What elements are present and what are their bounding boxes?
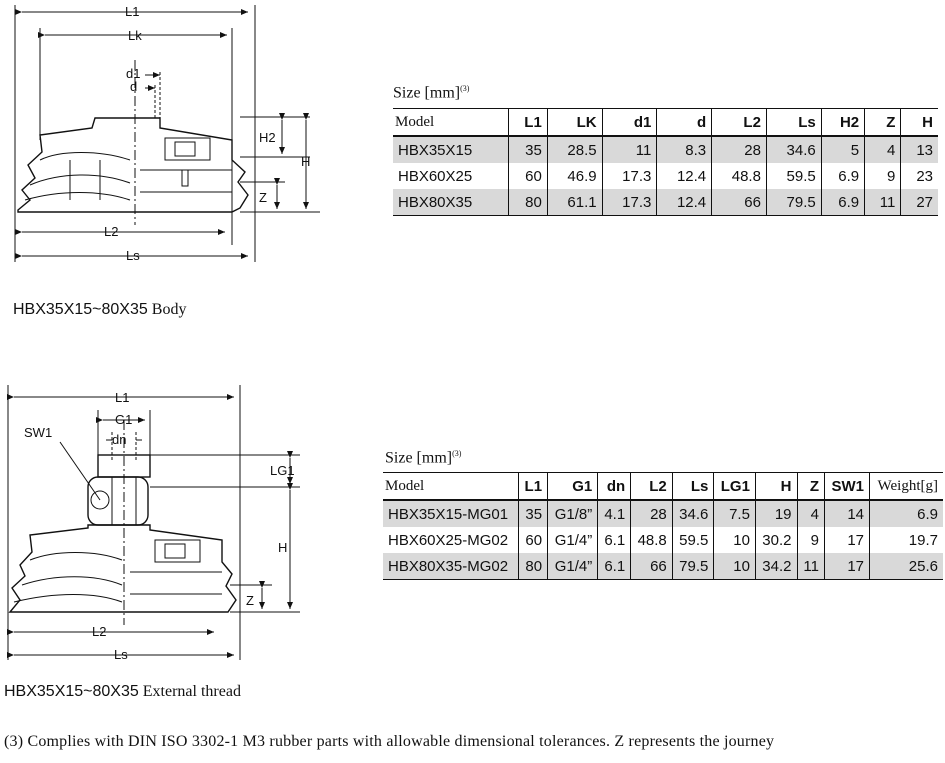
col-lk: LK — [547, 108, 603, 137]
thread-caption-code: HBX35X15~80X35 — [4, 683, 139, 700]
label-sw1: SW1 — [24, 425, 52, 440]
col-l2: L2 — [630, 472, 673, 501]
size-label-2: Size [mm](3) — [385, 449, 462, 467]
col-h: H — [755, 472, 798, 501]
body-caption-word: Body — [147, 301, 187, 318]
col-d1: d1 — [602, 108, 658, 137]
thread-caption-word: External thread — [138, 683, 241, 700]
label-l1: L1 — [125, 4, 139, 19]
col-h2: H2 — [821, 108, 866, 137]
label-dn: dn — [112, 432, 126, 447]
footnote: (3) Complies with DIN ISO 3302-1 M3 rubb… — [4, 733, 775, 750]
col-ls: Ls — [672, 472, 715, 501]
col-sw1: SW1 — [824, 472, 871, 501]
label-d1: d1 — [126, 66, 140, 81]
label-h: H — [301, 154, 310, 169]
label-h-2: H — [278, 540, 287, 555]
label-h2: H2 — [259, 130, 276, 145]
label-d: d — [130, 79, 137, 94]
col-model: Model — [383, 472, 519, 501]
label-z-2: Z — [246, 593, 254, 608]
thread-caption: HBX35X15~80X35 External thread — [4, 683, 241, 701]
label-l2-2: L2 — [92, 624, 106, 639]
col-dn: dn — [597, 472, 632, 501]
col-l1: L1 — [508, 108, 548, 137]
col-lg1: LG1 — [713, 472, 756, 501]
label-lk: Lk — [128, 28, 142, 43]
body-caption-code: HBX35X15~80X35 — [13, 301, 148, 318]
thread-spec-table: Model L1 G1 dn L2 Ls LG1 H Z SW1 Weight[… — [383, 472, 943, 580]
label-ls-2: Ls — [114, 647, 128, 662]
label-lg1: LG1 — [270, 463, 295, 478]
label-z: Z — [259, 190, 267, 205]
col-h: H — [900, 108, 938, 137]
col-g1: G1 — [547, 472, 599, 501]
body-caption: HBX35X15~80X35 Body — [13, 301, 186, 319]
label-ls: Ls — [126, 248, 140, 263]
col-l2: L2 — [711, 108, 767, 137]
col-z: Z — [797, 472, 825, 501]
col-z: Z — [864, 108, 902, 137]
col-ls: Ls — [766, 108, 822, 137]
table-header-row: Model L1 LK d1 d L2 Ls H2 Z H — [393, 108, 938, 137]
body-drawing: L1 Lk d1 d H2 H Z L2 Ls — [14, 4, 320, 263]
col-model: Model — [393, 108, 509, 137]
size-label-1: Size [mm](3) — [393, 84, 470, 102]
col-l1: L1 — [518, 472, 549, 501]
col-d: d — [656, 108, 713, 137]
col-weight: Weight[g] — [869, 472, 943, 501]
table-header-row: Model L1 G1 dn L2 Ls LG1 H Z SW1 Weight[… — [383, 472, 943, 501]
label-l1-2: L1 — [115, 390, 129, 405]
thread-drawing: SW1 L1 G1 dn LG1 H Z L2 Ls — [7, 385, 300, 662]
label-l2: L2 — [104, 224, 118, 239]
label-g1: G1 — [115, 412, 132, 427]
